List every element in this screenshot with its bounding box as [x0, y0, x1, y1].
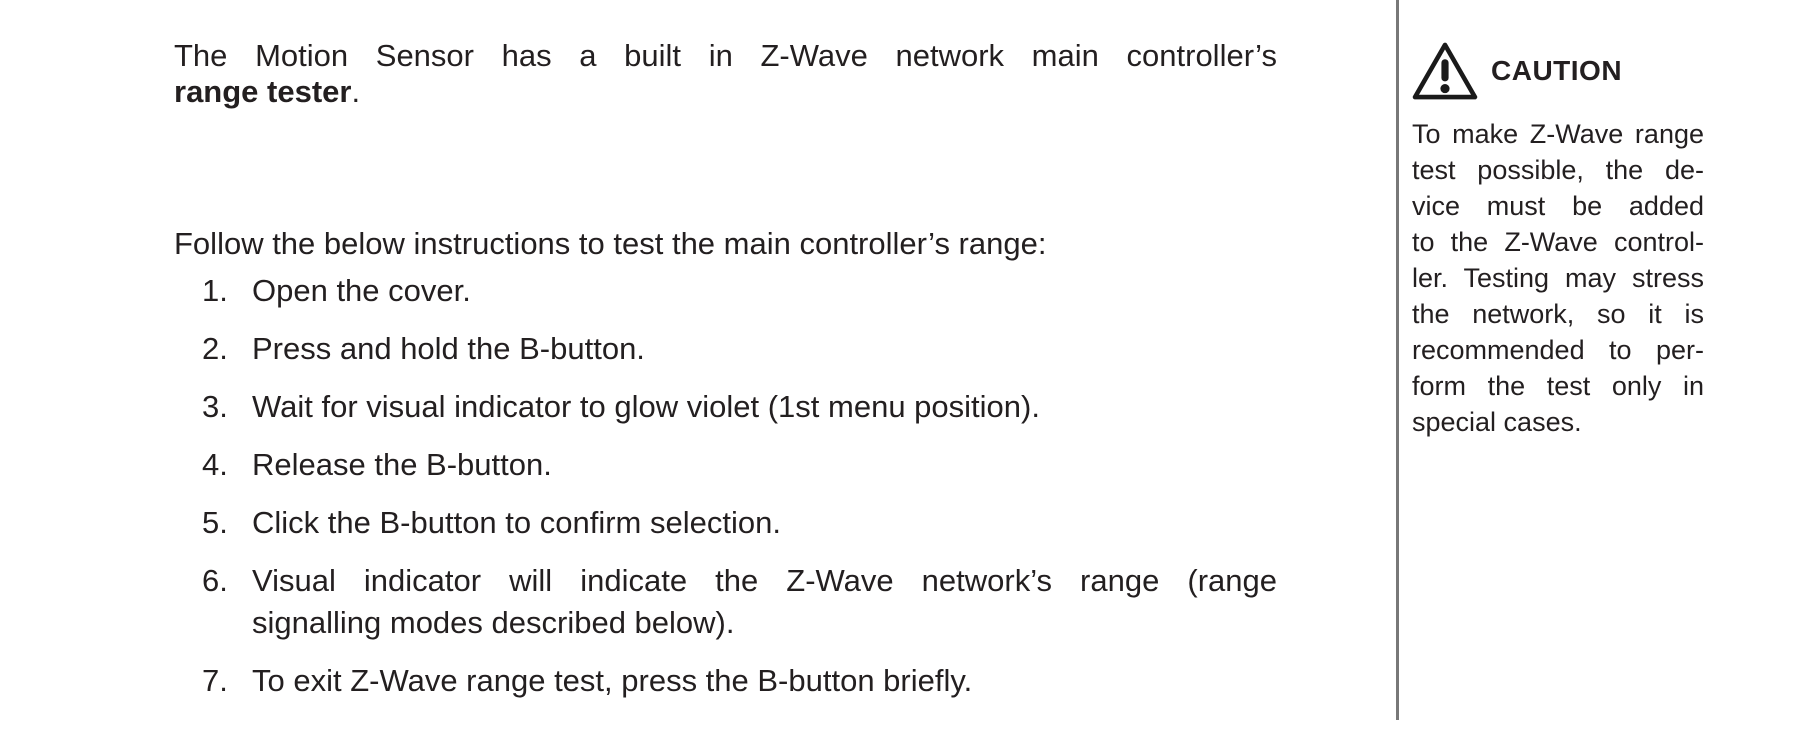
step-text: Wait for visual indicator to glow violet…: [252, 389, 1040, 424]
note-line: ler. Testing may stress: [1412, 263, 1704, 293]
step-text: To exit Z-Wave range test, press the B-b…: [252, 663, 973, 698]
step-text: Click the B-button to confirm selection.: [252, 505, 781, 540]
step-item-3: 3. Wait for visual indicator to glow vio…: [174, 386, 1277, 428]
caution-label: CAUTION: [1491, 55, 1623, 86]
step-item-5: 5. Click the B-button to confirm selecti…: [174, 502, 1277, 544]
step-text: Visual indicator will indicate the Z-Wav…: [252, 560, 1277, 644]
warning-triangle-icon: [1412, 41, 1478, 101]
step-number: 4.: [202, 447, 228, 482]
steps-list: 1. Open the cover. 2. Press and hold the…: [174, 270, 1277, 702]
step-number: 6.: [202, 563, 228, 598]
step-6-line-2: signalling modes described below).: [252, 605, 735, 640]
note-line: To make Z-Wave range: [1412, 119, 1704, 149]
note-line: to the Z-Wave control-: [1412, 227, 1704, 257]
step-item-4: 4. Release the B-button.: [174, 444, 1277, 486]
content-column: The Motion Sensor has a built in Z-Wave …: [174, 0, 1277, 733]
note-line: test possible, the de-: [1412, 155, 1704, 185]
intro-paragraph: The Motion Sensor has a built in Z-Wave …: [174, 38, 1277, 110]
caution-sidebar: CAUTION To make Z-Wave range test possib…: [1412, 0, 1704, 440]
step-number: 1.: [202, 273, 228, 308]
step-number: 5.: [202, 505, 228, 540]
note-line: vice must be added: [1412, 191, 1704, 221]
step-number: 2.: [202, 331, 228, 366]
step-6-line-1: Visual indicator will indicate the Z-Wav…: [252, 563, 1277, 598]
note-line: recommended to per-: [1412, 335, 1704, 365]
caution-note: To make Z-Wave range test possible, the …: [1412, 116, 1704, 440]
step-text: Release the B-button.: [252, 447, 552, 482]
step-number: 3.: [202, 389, 228, 424]
step-item-1: 1. Open the cover.: [174, 270, 1277, 312]
note-line: form the test only in: [1412, 371, 1704, 401]
column-divider: [1396, 0, 1399, 720]
note-line: the network, so it is: [1412, 299, 1704, 329]
range-tester-bold: range tester: [174, 74, 352, 109]
step-text: Press and hold the B-button.: [252, 331, 645, 366]
note-line: special cases.: [1412, 407, 1582, 437]
intro-line-2-period: .: [351, 74, 361, 109]
instructions-lead: Follow the below instructions to test th…: [174, 226, 1047, 261]
step-item-2: 2. Press and hold the B-button.: [174, 328, 1277, 370]
intro-line-2: range tester.: [174, 74, 1277, 110]
intro-line-1: The Motion Sensor has a built in Z-Wave …: [174, 38, 1277, 73]
caution-header: CAUTION: [1412, 40, 1704, 102]
step-text: Open the cover.: [252, 273, 471, 308]
step-item-7: 7. To exit Z-Wave range test, press the …: [174, 660, 1277, 702]
step-item-6: 6. Visual indicator will indicate the Z-…: [174, 560, 1277, 644]
step-number: 7.: [202, 663, 228, 698]
